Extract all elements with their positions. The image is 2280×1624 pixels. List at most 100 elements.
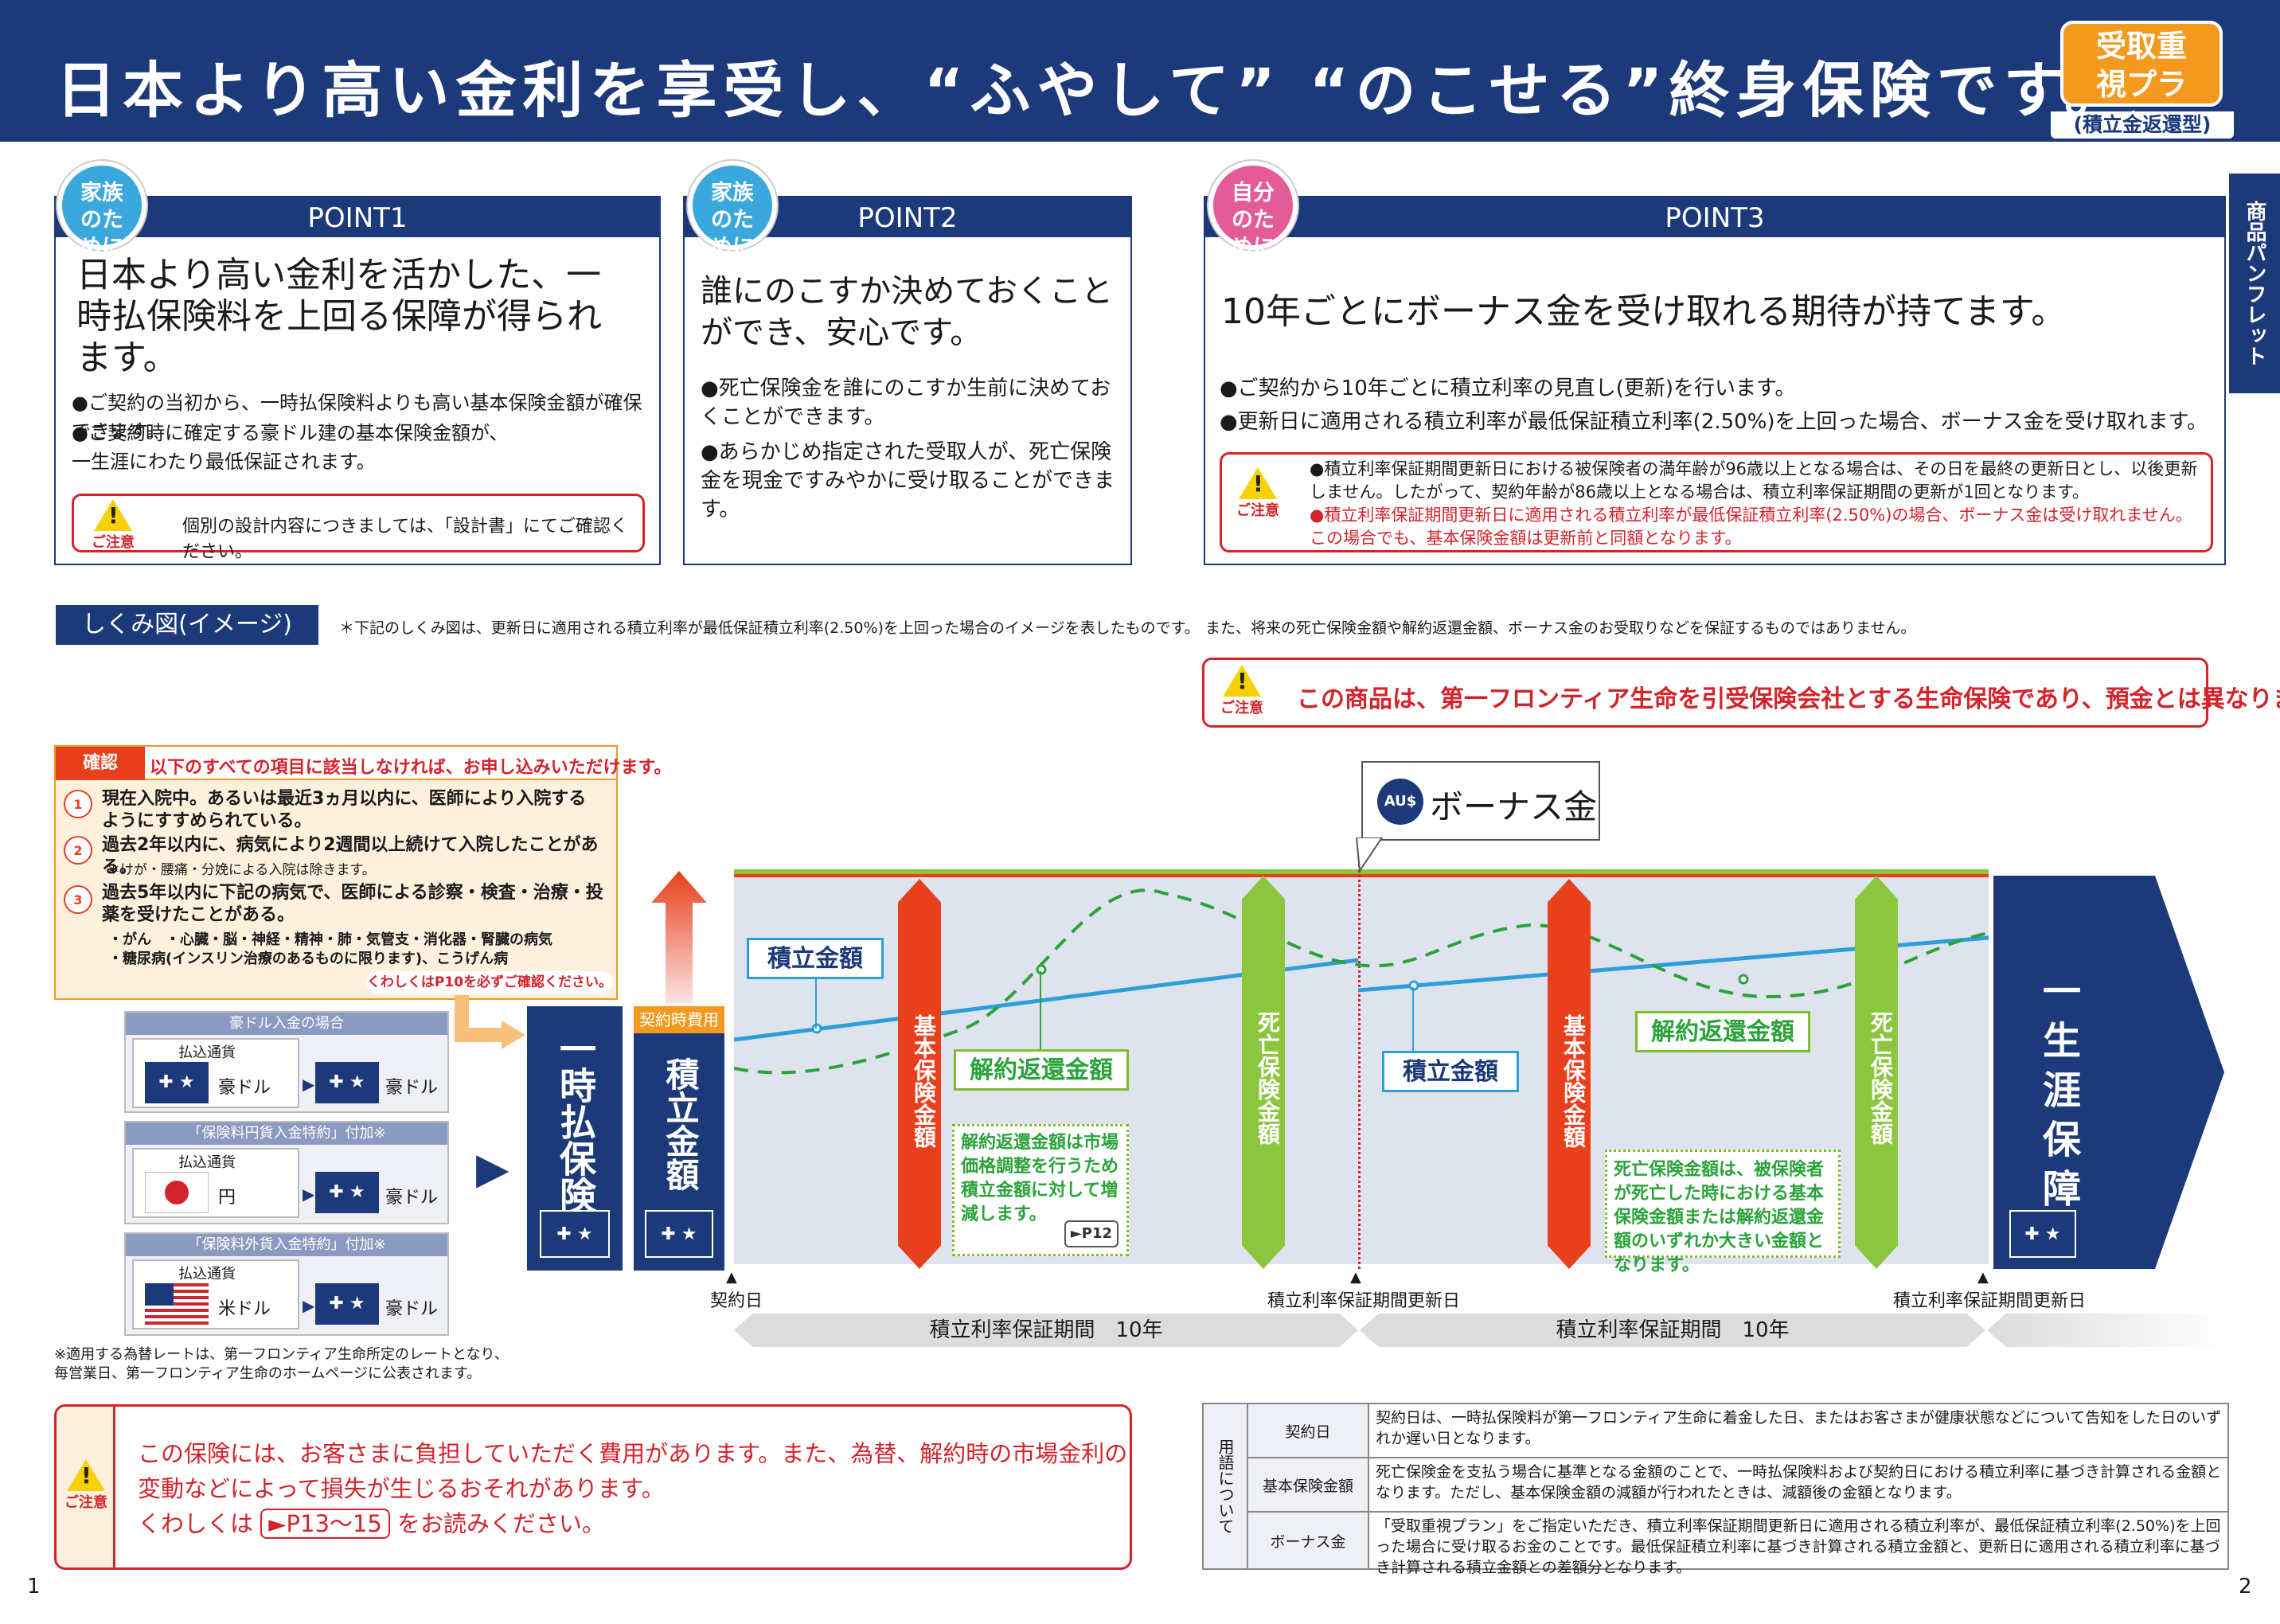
point1-badge: 家族のために [57, 161, 146, 260]
point2-headline: 誰にのこすか決めておくことができ、安心です。 [701, 273, 1113, 351]
currency-from: 豪ドル [218, 1078, 271, 1098]
term-key: 契約日 [1248, 1404, 1369, 1457]
point3-bullet-1: ●ご契約から10年ごとに積立利率の見直し(更新)を行います。 [1220, 377, 1796, 400]
confirm-item-2: 過去2年以内に、病気により2週間以上続けて入院したことがある。 [102, 835, 599, 877]
currency-label: 払込通貨 [178, 1266, 236, 1282]
term-key: 基本保険金額 [1248, 1458, 1369, 1511]
aus-flag-icon: ✚ ★ [145, 1062, 209, 1103]
terms-table: 用語について 契約日 契約日は、一時払保険料が第一フロンティア生命に着金した日、… [1202, 1403, 2229, 1576]
cost-warning-line-2: 変動などによって損失が生じるおそれがあります。 [138, 1475, 665, 1502]
currency-to: 豪ドル [385, 1299, 439, 1319]
caution-icon: ご注意 [85, 499, 141, 552]
point1-caution: ご注意 個別の設計内容につきましては、「設計書」にてご確認ください。 [72, 494, 645, 562]
point3-caution-2: ●積立利率保証期間更新日に適用される積立利率が最低保証積立利率(2.50%)の場… [1310, 506, 2192, 548]
reserve-bar: 積立金額 ✚ ★ [634, 1033, 724, 1271]
period-bar-1: 積立利率保証期間 10年 [734, 1314, 1358, 1347]
plan-subtitle: (積立金返還型) [2051, 111, 2234, 139]
premium-up-arrow [651, 871, 707, 1003]
header-bar: 日本より高い金利を享受し、“ふやして” “のこせる”終身保険です。 [0, 0, 2280, 142]
shibou-note: 死亡保険金額は、被保険者が死亡した時における基本保険金額または解約返還金額のいず… [1605, 1150, 1841, 1275]
aus-flag-icon: ✚ ★ [2009, 1210, 2076, 1258]
page-title: 日本より高い金利を享受し、“ふやして” “のこせる”終身保険です。 [56, 55, 2131, 126]
confirm-arrow [455, 995, 525, 1049]
cost-warning-line-3: くわしくは ►P13〜15 をお読みください。 [138, 1509, 606, 1539]
point1-bullet-1: ●ご契約の当初から、一時払保険料よりも高い基本保険金額が確保できます。 [72, 392, 642, 443]
point3-bullet-2: ●更新日に適用される積立利率が最低保証積立利率(2.50%)を上回った場合、ボー… [1220, 410, 2208, 434]
aus-flag-icon: ✚ ★ [315, 1283, 379, 1325]
currency-label: 払込通貨 [178, 1044, 236, 1061]
renewal-label-2: 積立利率保証期間更新日 [1893, 1291, 2087, 1311]
arrow-right-icon: ▶ [303, 1075, 315, 1094]
page-number-right: 2 [2239, 1575, 2252, 1599]
kaiyaku-label-1: 解約返還金額 [954, 1049, 1129, 1091]
point1-headline: 日本より高い金利を活かした、一時払保険料を上回る保障が得られます。 [76, 255, 602, 378]
caution-icon: ご注意 [1214, 665, 1270, 717]
bonus-callout: AU$ ボーナス金 [1361, 761, 1600, 841]
timeline-tick-start: ▲ [726, 1269, 737, 1286]
currency-box-title: 「保険料円貨入金特約」付加※ [126, 1122, 447, 1145]
kihon-line [734, 874, 1989, 877]
kaiyaku-note: 解約返還金額は市場価格調整を行うため積立金額に対して増減します。 ►P12 [952, 1124, 1129, 1256]
confirm-diseases-2: ・糖尿病(インスリン治療のあるものに限ります)、こうげん病 [108, 951, 509, 967]
renewal-label-1: 積立利率保証期間更新日 [1267, 1291, 1461, 1311]
confirm-see: くわしくはP10を必ずご確認ください。 [366, 971, 613, 994]
confirm-num-3: 3 [64, 885, 92, 914]
point2-badge: 家族のために [688, 161, 777, 260]
bonus-label: ボーナス金 [1430, 787, 1598, 826]
page-ref-p13-15[interactable]: ►P13〜15 [260, 1509, 390, 1539]
arrow-right-icon: ▶ [303, 1296, 315, 1315]
shibou-bar-2: 死亡保険金額 [1855, 876, 1898, 1269]
currency-to: 豪ドル [385, 1188, 439, 1208]
point2-bullet-1: ●死亡保険金を誰にのこすか生前に決めておくことができます。 [701, 377, 1111, 429]
caution-icon: ご注意 [58, 1459, 114, 1512]
bonus-callout-tail [1355, 837, 1384, 873]
confirm-item-1: 現在入院中。あるいは最近3ヵ月以内に、医師により入院するようにすすめられている。 [102, 789, 587, 831]
contract-date-label: 契約日 [710, 1291, 763, 1311]
currency-box-aud: 豪ドル入金の場合 払込通貨 ✚ ★ 豪ドル ▶ ✚ ★ 豪ドル [124, 1011, 449, 1113]
kaiyaku-note-text: 解約返還金額は市場価格調整を行うため積立金額に対して増減します。 [961, 1133, 1119, 1224]
point3-caution-1: ●積立利率保証期間更新日における被保険者の満年齢が96歳以上となる場合は、その日… [1310, 459, 2198, 502]
term-value: 死亡保険金を支払う場合に基準となる金額のことで、一時払保険料および契約日における… [1376, 1463, 2222, 1501]
confirm-num-2: 2 [64, 836, 92, 865]
currency-to: 豪ドル [385, 1078, 439, 1098]
arrow-right-icon: ▶ [476, 1143, 509, 1193]
term-row: ボーナス金 「受取重視プラン」をご指定いただき、積立利率保証期間更新日に適用され… [1248, 1513, 2229, 1576]
kihon-bar-1: 基本保険金額 [898, 879, 941, 1269]
period-bar-3 [1987, 1314, 2226, 1347]
deposit-warning: ご注意 この商品は、第一フロンティア生命を引受保険会社とする生命保険であり、預金… [1202, 658, 2280, 728]
tsumitate-label-1: 積立金額 [747, 938, 884, 979]
contract-cost-label: 契約時費用 [634, 1006, 724, 1033]
term-row: 契約日 契約日は、一時払保険料が第一フロンティア生命に着金した日、またはお客さま… [1248, 1404, 2229, 1458]
renewal-divider [1358, 865, 1361, 1269]
reserve-label: 積立金額 [661, 1057, 700, 1191]
japan-flag-icon [145, 1172, 209, 1213]
point1-caution-text: 個別の設計内容につきましては、「設計書」にてご確認ください。 [182, 517, 628, 562]
page-ref-p12[interactable]: ►P12 [1064, 1220, 1119, 1247]
point3-headline: 10年ごとにボーナス金を受け取れる期待が持てます。 [1221, 291, 2067, 332]
confirm-item-2-note: ＊けが・腰痛・分娩による入院は除きます。 [107, 862, 376, 878]
period-bar-2: 積立利率保証期間 10年 [1360, 1314, 1985, 1347]
bonus-line [734, 869, 1989, 874]
tsumitate-label-2: 積立金額 [1382, 1051, 1519, 1092]
cost-warning: ご注意 この保険には、お客さまに負担していただく費用があります。また、為替、解約… [54, 1404, 1132, 1570]
arrow-right-icon: ▶ [303, 1185, 315, 1204]
timeline-tick-renewal-2: ▲ [1977, 1269, 1989, 1286]
deposit-warning-text: この商品は、第一フロンティア生命を引受保険会社とする生命保険であり、預金とは異な… [1297, 685, 2280, 713]
kaiyaku-label-2: 解約返還金額 [1635, 1011, 1810, 1052]
aus-flag-icon: ✚ ★ [315, 1172, 379, 1213]
us-flag-icon [145, 1283, 209, 1325]
point2-bullet-2: ●あらかじめ指定された受取人が、死亡保険金を現金ですみやかに受け取ることができま… [701, 440, 1115, 521]
shikumi-note-2: また、将来の死亡保険金額や解約返還金額、ボーナス金のお受取りなどを保証するもので… [1205, 619, 1916, 637]
side-tab: 商品パンフレット [2229, 174, 2280, 393]
point1-title: POINT1 [56, 197, 659, 237]
aud-coin-icon: AU$ [1377, 779, 1423, 825]
point3-caution: ご注意 ●積立利率保証期間更新日における被保険者の満年齢が96歳以上となる場合は… [1220, 452, 2213, 552]
cost-warning-line-1: この保険には、お客さまに負担していただく費用があります。また、為替、解約時の市場… [138, 1440, 1128, 1467]
term-value: 「受取重視プラン」をご指定いただき、積立利率保証期間更新日に適用される積立利率が… [1376, 1517, 2221, 1576]
term-row: 基本保険金額 死亡保険金を支払う場合に基準となる金額のことで、一時払保険料および… [1248, 1458, 2229, 1513]
currency-box-title: 「保険料外貨入金特約」付加※ [126, 1234, 447, 1256]
premium-bar: 一時払保険料 ✚ ★ [527, 1006, 623, 1271]
kihon-bar-2: 基本保険金額 [1548, 879, 1591, 1269]
point2-box: POINT2 誰にのこすか決めておくことができ、安心です。 ●死亡保険金を誰にの… [683, 196, 1132, 565]
page-number-left: 1 [27, 1575, 41, 1599]
